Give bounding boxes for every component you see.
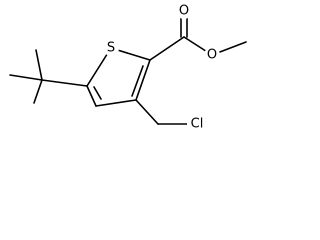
atom-carbonyl-oxygen: O [176, 3, 192, 19]
thiophene-ring [86, 47, 151, 107]
chloromethyl-group [135, 99, 191, 125]
bond-c4-c5-double-inner [93, 86, 102, 100]
atom-sulfur: S [103, 40, 119, 56]
methyl-ester-group [149, 13, 247, 61]
bond-c2-to-c3 [135, 59, 151, 101]
chemical-structure-diagram: S O O Cl [9, 3, 247, 133]
carbonyl-oxygen-label: O [179, 4, 189, 19]
atom-chlorine: Cl [187, 115, 207, 133]
ester-oxygen-label: O [207, 48, 217, 63]
bond-quaternary-carbon-to-methyl-top [35, 49, 43, 81]
bond-c2-c3-double-inner [131, 65, 144, 97]
tert-butyl-group [9, 49, 88, 104]
bond-tert-butyl-to-ring [41, 79, 88, 87]
bond-c3-to-c4 [95, 99, 137, 107]
atom-ester-oxygen: O [204, 47, 220, 63]
bond-c3-to-methylene [135, 99, 159, 125]
bond-c4-to-c5 [86, 85, 97, 107]
chlorine-label: Cl [191, 117, 204, 132]
sulfur-label: S [107, 41, 115, 56]
bond-ring-to-carbonyl-carbon [149, 36, 185, 61]
bond-quaternary-carbon-to-methyl-left [9, 74, 43, 81]
bond-quaternary-carbon-to-methyl-bottom [33, 79, 43, 104]
